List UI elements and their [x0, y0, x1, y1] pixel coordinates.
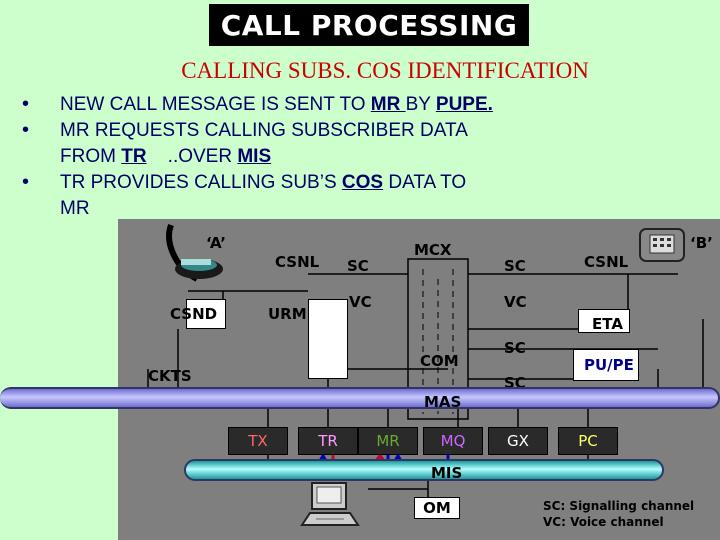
- terminal-icon: [300, 482, 360, 526]
- bullet-1-by: BY: [405, 94, 436, 115]
- bullet-3-cos: COS: [341, 172, 384, 193]
- eta-label: ETA: [592, 315, 623, 333]
- legend-sc: SC: Signalling channel: [543, 499, 695, 513]
- party-a-label: ‘A’: [206, 234, 226, 252]
- urm-box: [308, 299, 348, 379]
- csnd-box: [186, 299, 226, 329]
- phone-b-icon: [639, 228, 685, 262]
- sc-label-2: SC: [504, 257, 526, 275]
- ckts-label: CKTS: [148, 367, 192, 385]
- csnd-label: CSND: [170, 305, 218, 323]
- bullet-2-over: ..OVER: [146, 146, 238, 167]
- exchange-diagram: ‘A’ ‘B’ CSNL SC MCX SC CSNL CSND URM VC …: [0, 219, 720, 540]
- bullet-3-post: DATA TO: [383, 172, 467, 193]
- vc-label-1: VC: [349, 293, 372, 311]
- bullet-2-from: FROM: [60, 146, 122, 167]
- pupe-label: PU/PE: [584, 356, 634, 374]
- bullet-1-mr: MR: [370, 94, 406, 115]
- bullet-3: •TR PROVIDES CALLING SUB’S COS DATA TO M…: [22, 171, 467, 219]
- bullet-2-mis: MIS: [237, 146, 272, 167]
- module-tx: TX: [228, 427, 288, 455]
- upper-bus: [0, 387, 720, 409]
- vc-label-2: VC: [504, 293, 527, 311]
- module-tr: TR: [298, 427, 358, 455]
- om-box: OM: [414, 497, 460, 519]
- mis-label: MIS: [431, 464, 463, 482]
- legend-vc: VC: Voice channel: [543, 515, 664, 529]
- bullet-1-text: NEW CALL MESSAGE IS SENT TO: [60, 94, 371, 115]
- bullet-2-text: MR REQUESTS CALLING SUBSCRIBER DATA: [60, 120, 468, 141]
- urm-label: URM: [268, 305, 307, 323]
- module-gx: GX: [488, 427, 548, 455]
- party-b-label: ‘B’: [690, 234, 713, 252]
- bullet-list: •NEW CALL MESSAGE IS SENT TO MR BY PUPE.…: [18, 92, 708, 222]
- csnl-right-label: CSNL: [584, 253, 629, 271]
- mas-label: MAS: [424, 393, 462, 411]
- csnl-left-label: CSNL: [275, 253, 320, 271]
- module-mq: MQ: [423, 427, 483, 455]
- bullet-1-pupe: PUPE.: [435, 94, 493, 115]
- page-subtitle: CALLING SUBS. COS IDENTIFICATION: [181, 58, 589, 83]
- mcx-label: MCX: [414, 241, 452, 259]
- bullet-3-mr: MR: [60, 198, 90, 219]
- phone-a-icon: [166, 223, 223, 282]
- eta-box: [578, 309, 630, 333]
- module-pc: PC: [558, 427, 618, 455]
- pupe-box: [573, 349, 639, 381]
- com-label: COM: [420, 352, 459, 370]
- sc-label-1: SC: [347, 257, 369, 275]
- bullet-3-text: TR PROVIDES CALLING SUB’S: [60, 172, 342, 193]
- module-mr: MR: [358, 427, 418, 455]
- sc-label-3: SC: [504, 339, 526, 357]
- page-title: CALL PROCESSING: [209, 4, 529, 46]
- bullet-2-tr: TR: [121, 146, 147, 167]
- bullet-1: •NEW CALL MESSAGE IS SENT TO MR BY PUPE.: [22, 93, 493, 115]
- mis-bus: [184, 459, 664, 481]
- bullet-2: •MR REQUESTS CALLING SUBSCRIBER DATA FRO…: [22, 119, 468, 167]
